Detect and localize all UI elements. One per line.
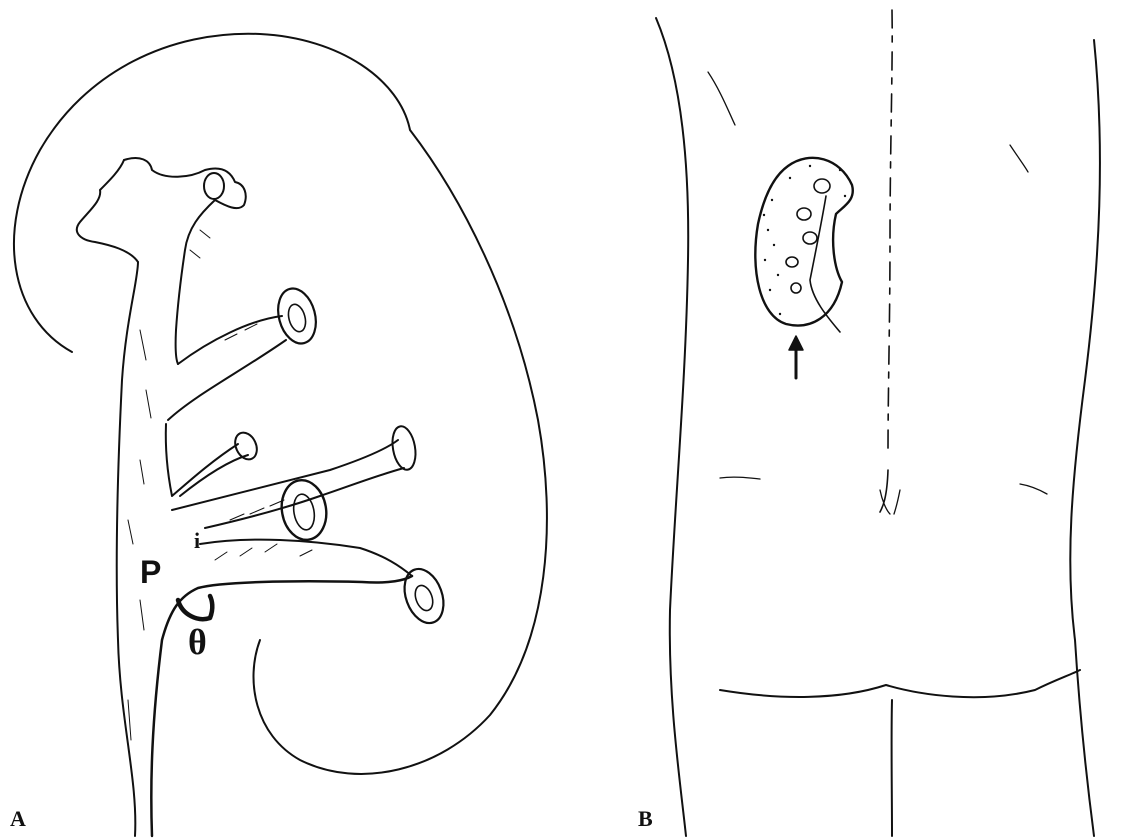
calyx-5-cup <box>277 477 331 544</box>
calyx-3-stem <box>166 424 238 496</box>
torso-right-outline <box>1070 40 1100 836</box>
panel-b: B <box>560 0 1131 840</box>
torso-back-view-drawing <box>560 0 1131 840</box>
back-kidney-calyces <box>786 179 840 332</box>
buttock-curve <box>720 670 1080 697</box>
upper-calyx-cup <box>204 173 224 199</box>
upper-infundibulum-left <box>77 160 138 262</box>
upper-calyx-top <box>124 158 246 208</box>
calyx-3-cup <box>231 429 261 463</box>
pelvis-label: P <box>140 556 161 588</box>
kidney-arrow-head <box>789 336 803 350</box>
calyx-4-cup <box>389 424 418 471</box>
calyx-6-stem-upper <box>200 540 412 576</box>
torso-left-outline <box>656 18 688 836</box>
panel-letter-a: A <box>10 808 26 830</box>
kidney-collecting-system-drawing <box>0 0 560 840</box>
panel-a: P i θ A <box>0 0 560 840</box>
kidney-outline <box>14 34 547 774</box>
spine-line <box>888 10 892 452</box>
panel-letter-b: B <box>638 808 653 830</box>
upper-infundibulum-right <box>176 200 215 364</box>
calyx-2-stem <box>178 316 282 364</box>
angle-theta-label: θ <box>188 624 207 660</box>
calyx-4-stem <box>172 440 398 510</box>
shading-hatches <box>128 230 312 740</box>
calyx-2-stem-lower <box>168 340 286 420</box>
calyx-6-cup <box>398 564 451 629</box>
infundibulum-label: i <box>194 530 200 552</box>
ureter-left-wall <box>117 262 138 836</box>
